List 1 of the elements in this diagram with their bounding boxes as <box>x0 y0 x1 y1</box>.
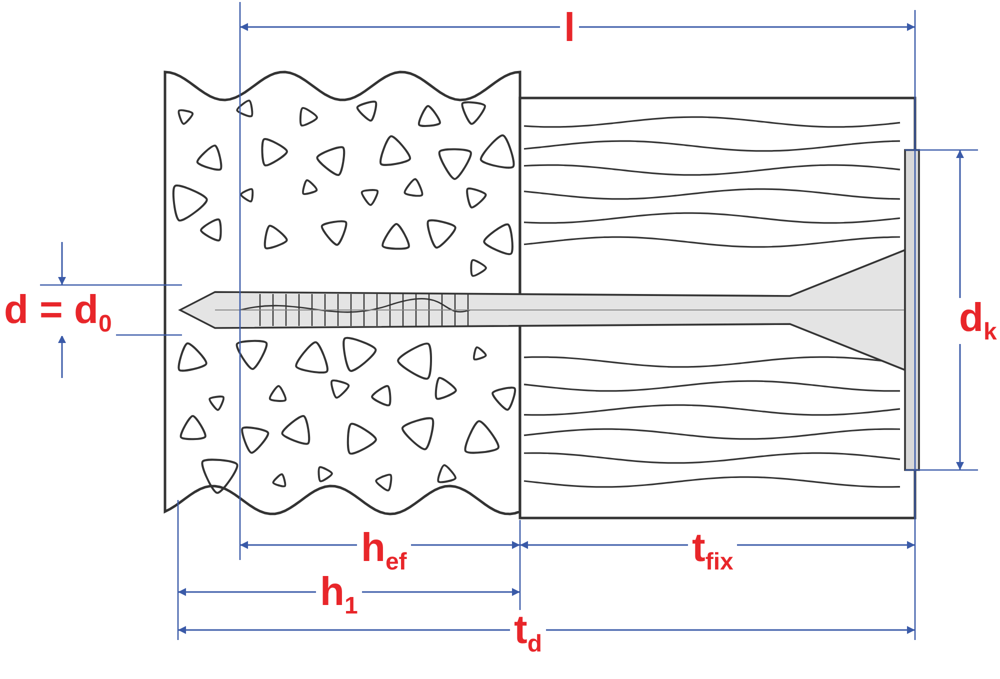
dimension-label: t$_{d}$ <box>510 610 546 656</box>
